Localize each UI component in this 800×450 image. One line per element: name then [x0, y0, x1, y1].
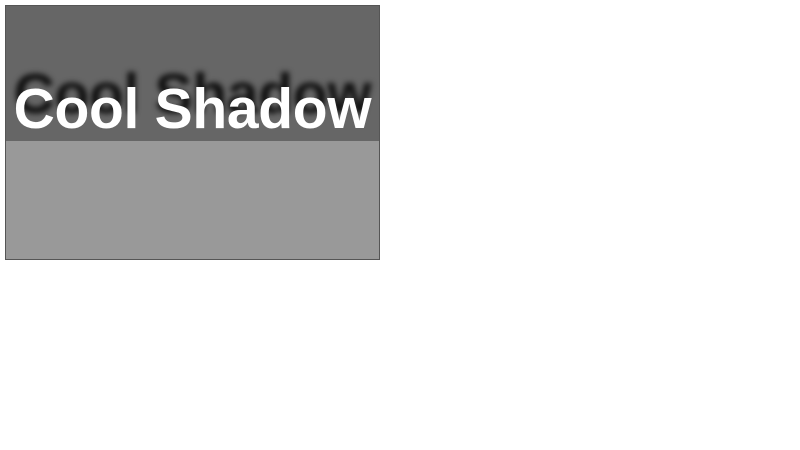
top-band — [6, 6, 379, 141]
bottom-band — [6, 141, 379, 259]
shadow-demo-box: Cool Shadow — [5, 5, 380, 260]
shadow-text: Cool Shadow — [13, 77, 372, 141]
